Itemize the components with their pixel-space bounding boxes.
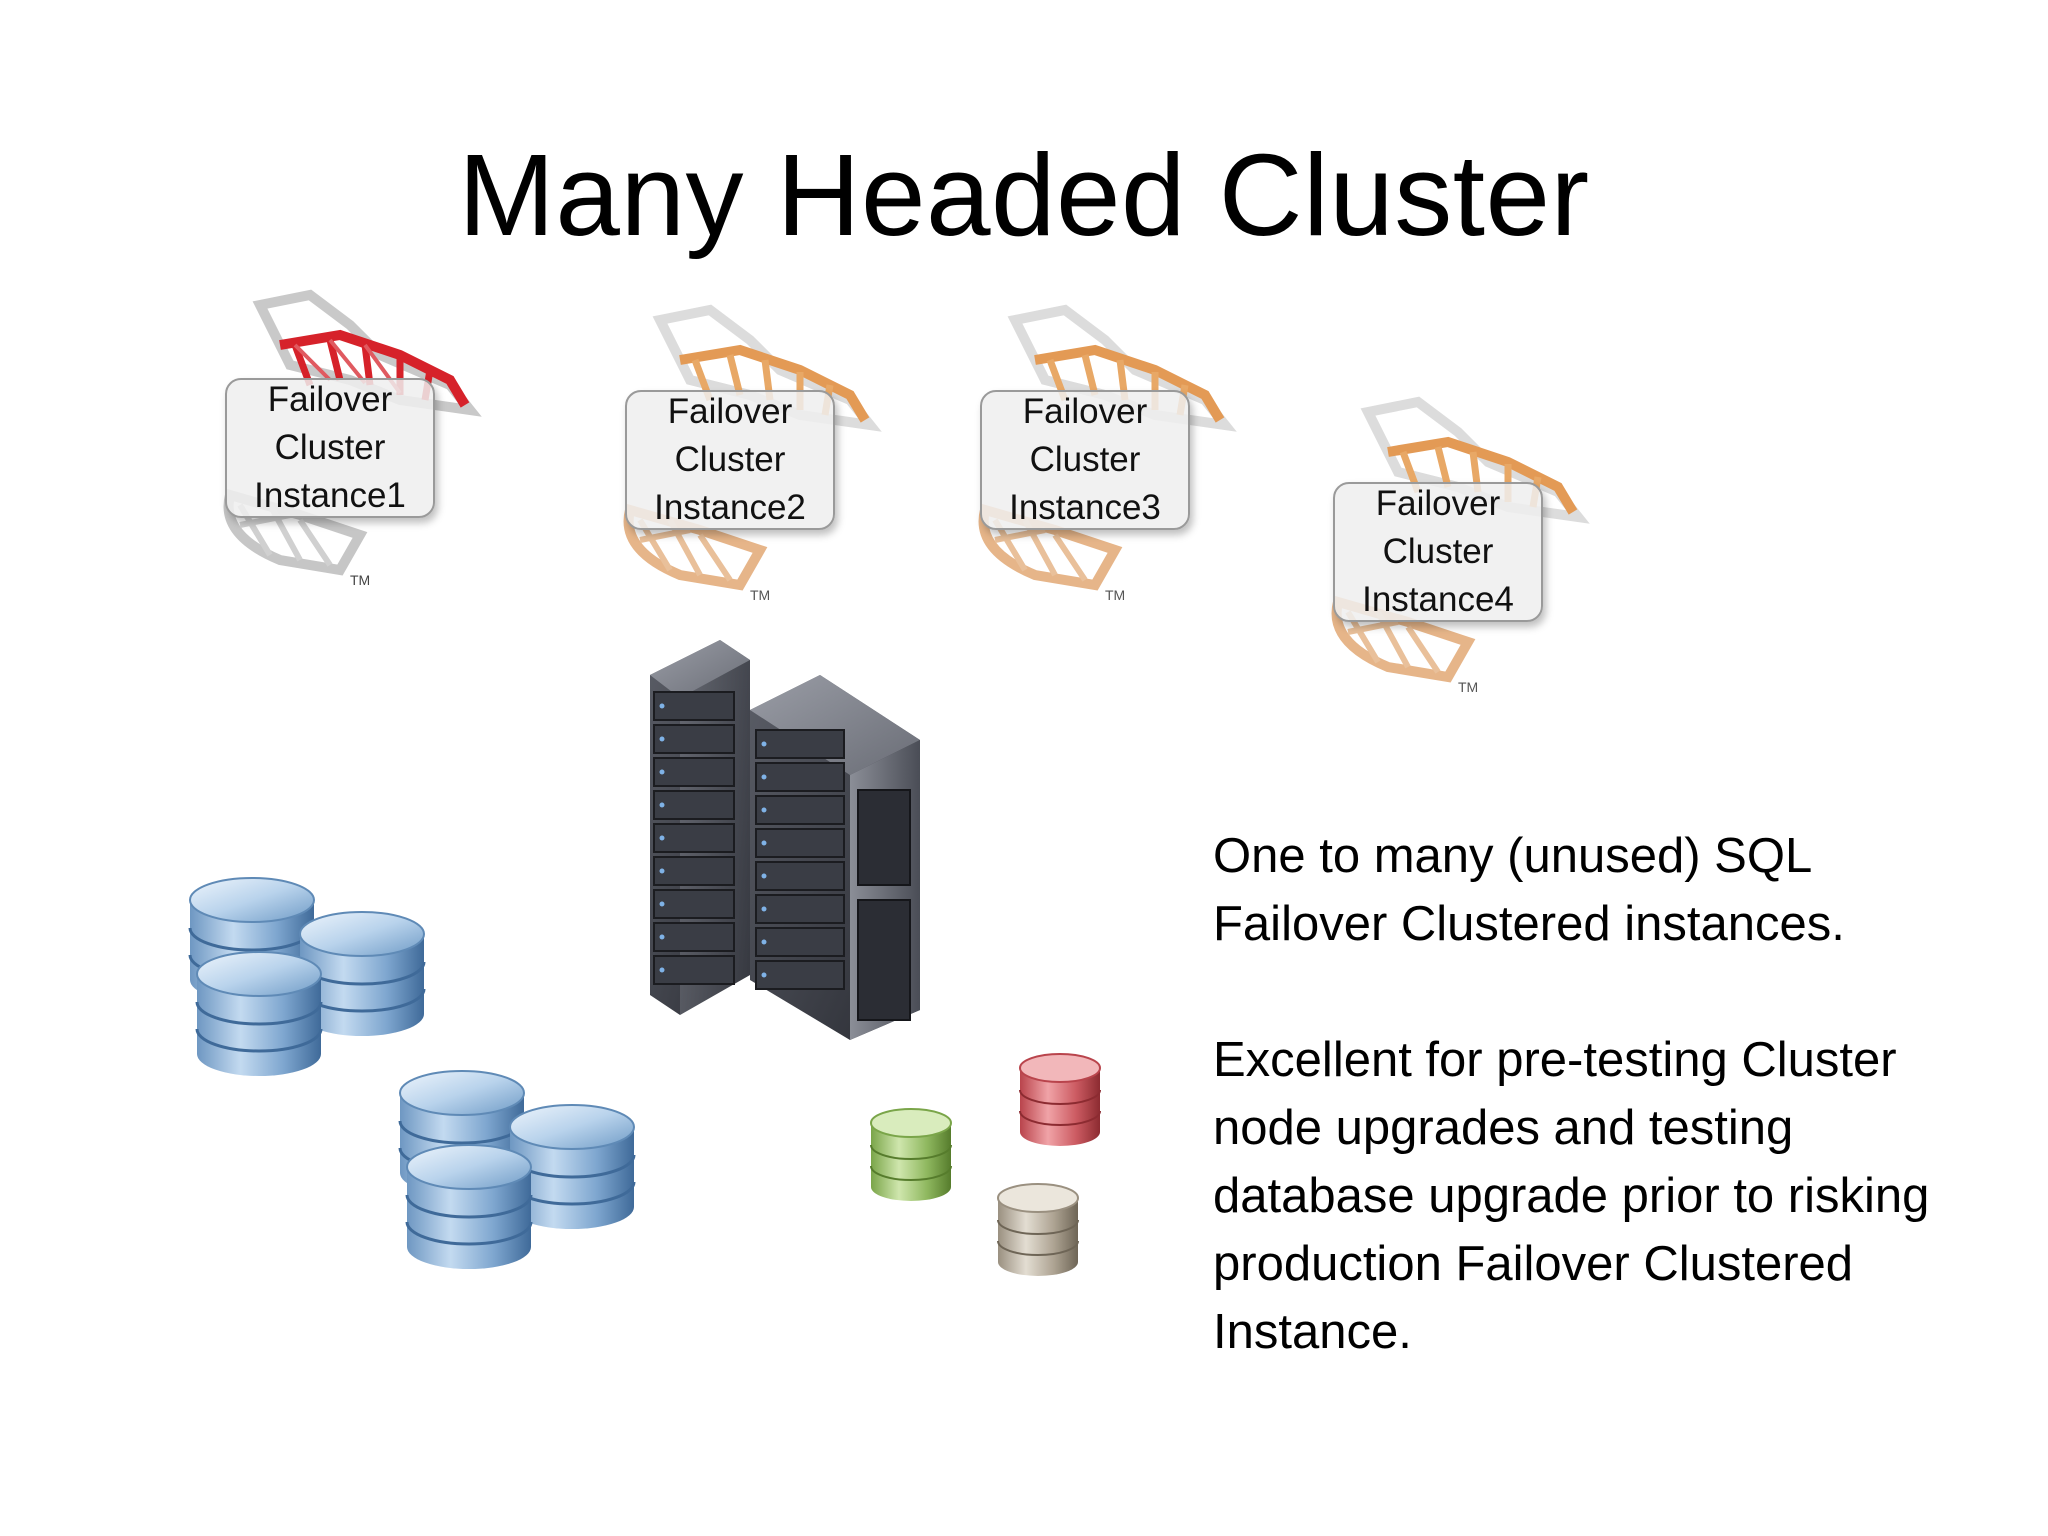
failover-cluster-instance-3: TM Failover Cluster Instance3	[955, 300, 1245, 620]
instance-label: Failover Cluster Instance1	[254, 380, 406, 515]
server-rack-icon	[650, 640, 920, 1040]
instance-label-box: Failover Cluster Instance1	[225, 378, 435, 518]
trademark-mark: TM	[750, 587, 770, 603]
sql-server-logo-icon: TM	[978, 304, 1237, 603]
database-cylinder-icon-gray	[997, 1183, 1079, 1276]
sql-server-logo-icon: TM	[623, 304, 882, 603]
database-cylinder-icon	[298, 911, 426, 1036]
database-cylinder-icon-green	[870, 1108, 952, 1201]
trademark-mark: TM	[1458, 679, 1478, 695]
body-paragraph-1: One to many (unused) SQL Failover Cluste…	[1213, 829, 1845, 951]
trademark-mark: TM	[1105, 587, 1125, 603]
slide-title: Many Headed Cluster	[458, 130, 1590, 260]
failover-cluster-instance-1: TM Failover Cluster Instance1	[200, 285, 490, 605]
instance-label: Failover Cluster Instance4	[1362, 484, 1514, 619]
instance-label-box: Failover Cluster Instance3	[980, 390, 1190, 530]
instance-label: Failover Cluster Instance3	[1009, 392, 1161, 527]
database-group-2	[398, 1070, 636, 1269]
database-cylinder-icon	[508, 1104, 636, 1229]
sql-server-logo-icon: TM	[1331, 396, 1590, 695]
database-cylinder-icon	[405, 1144, 533, 1269]
failover-cluster-instance-4: TM Failover Cluster Instance4	[1308, 392, 1598, 712]
instance-label-box: Failover Cluster Instance4	[1333, 482, 1543, 622]
database-cylinder-icon	[195, 951, 323, 1076]
sql-server-logo-icon: TM	[223, 289, 482, 588]
instance-label: Failover Cluster Instance2	[654, 392, 806, 527]
body-paragraph-2: Excellent for pre-testing Cluster node u…	[1213, 1033, 1930, 1359]
database-group-1	[188, 877, 426, 1076]
instance-label-box: Failover Cluster Instance2	[625, 390, 835, 530]
database-cylinder-icon-red	[1019, 1053, 1101, 1146]
failover-cluster-instance-2: TM Failover Cluster Instance2	[600, 300, 890, 620]
trademark-mark: TM	[350, 572, 370, 588]
